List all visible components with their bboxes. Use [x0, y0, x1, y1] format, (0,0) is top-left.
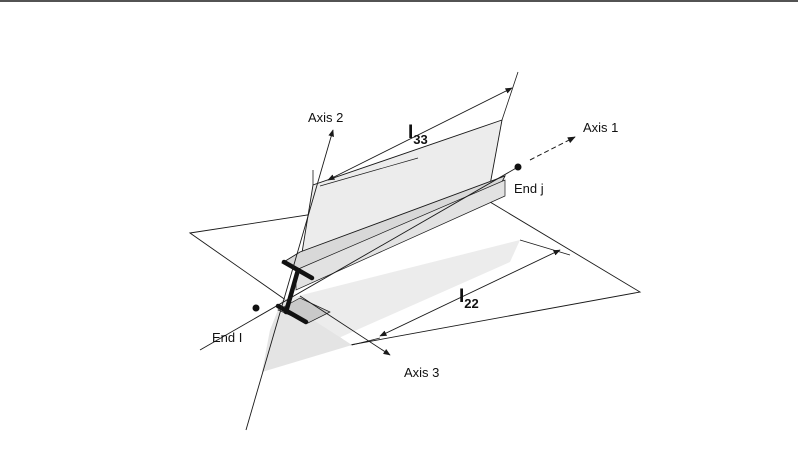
end-i-label: End I — [212, 330, 242, 345]
i33-sub: 33 — [413, 132, 427, 147]
i33-label: I33 — [408, 122, 428, 147]
end-i-node — [253, 305, 260, 312]
end-j-label: End j — [514, 181, 544, 196]
axis2-label: Axis 2 — [308, 110, 343, 125]
axis3-label: Axis 3 — [404, 365, 439, 380]
i33-ext-right — [502, 72, 518, 120]
end-j-node — [515, 164, 522, 171]
axis1-label: Axis 1 — [583, 120, 618, 135]
i22-sub: 22 — [464, 296, 478, 311]
axis2-line — [246, 130, 333, 430]
axis1-arrow — [530, 137, 575, 160]
i22-ext-top — [520, 240, 570, 255]
